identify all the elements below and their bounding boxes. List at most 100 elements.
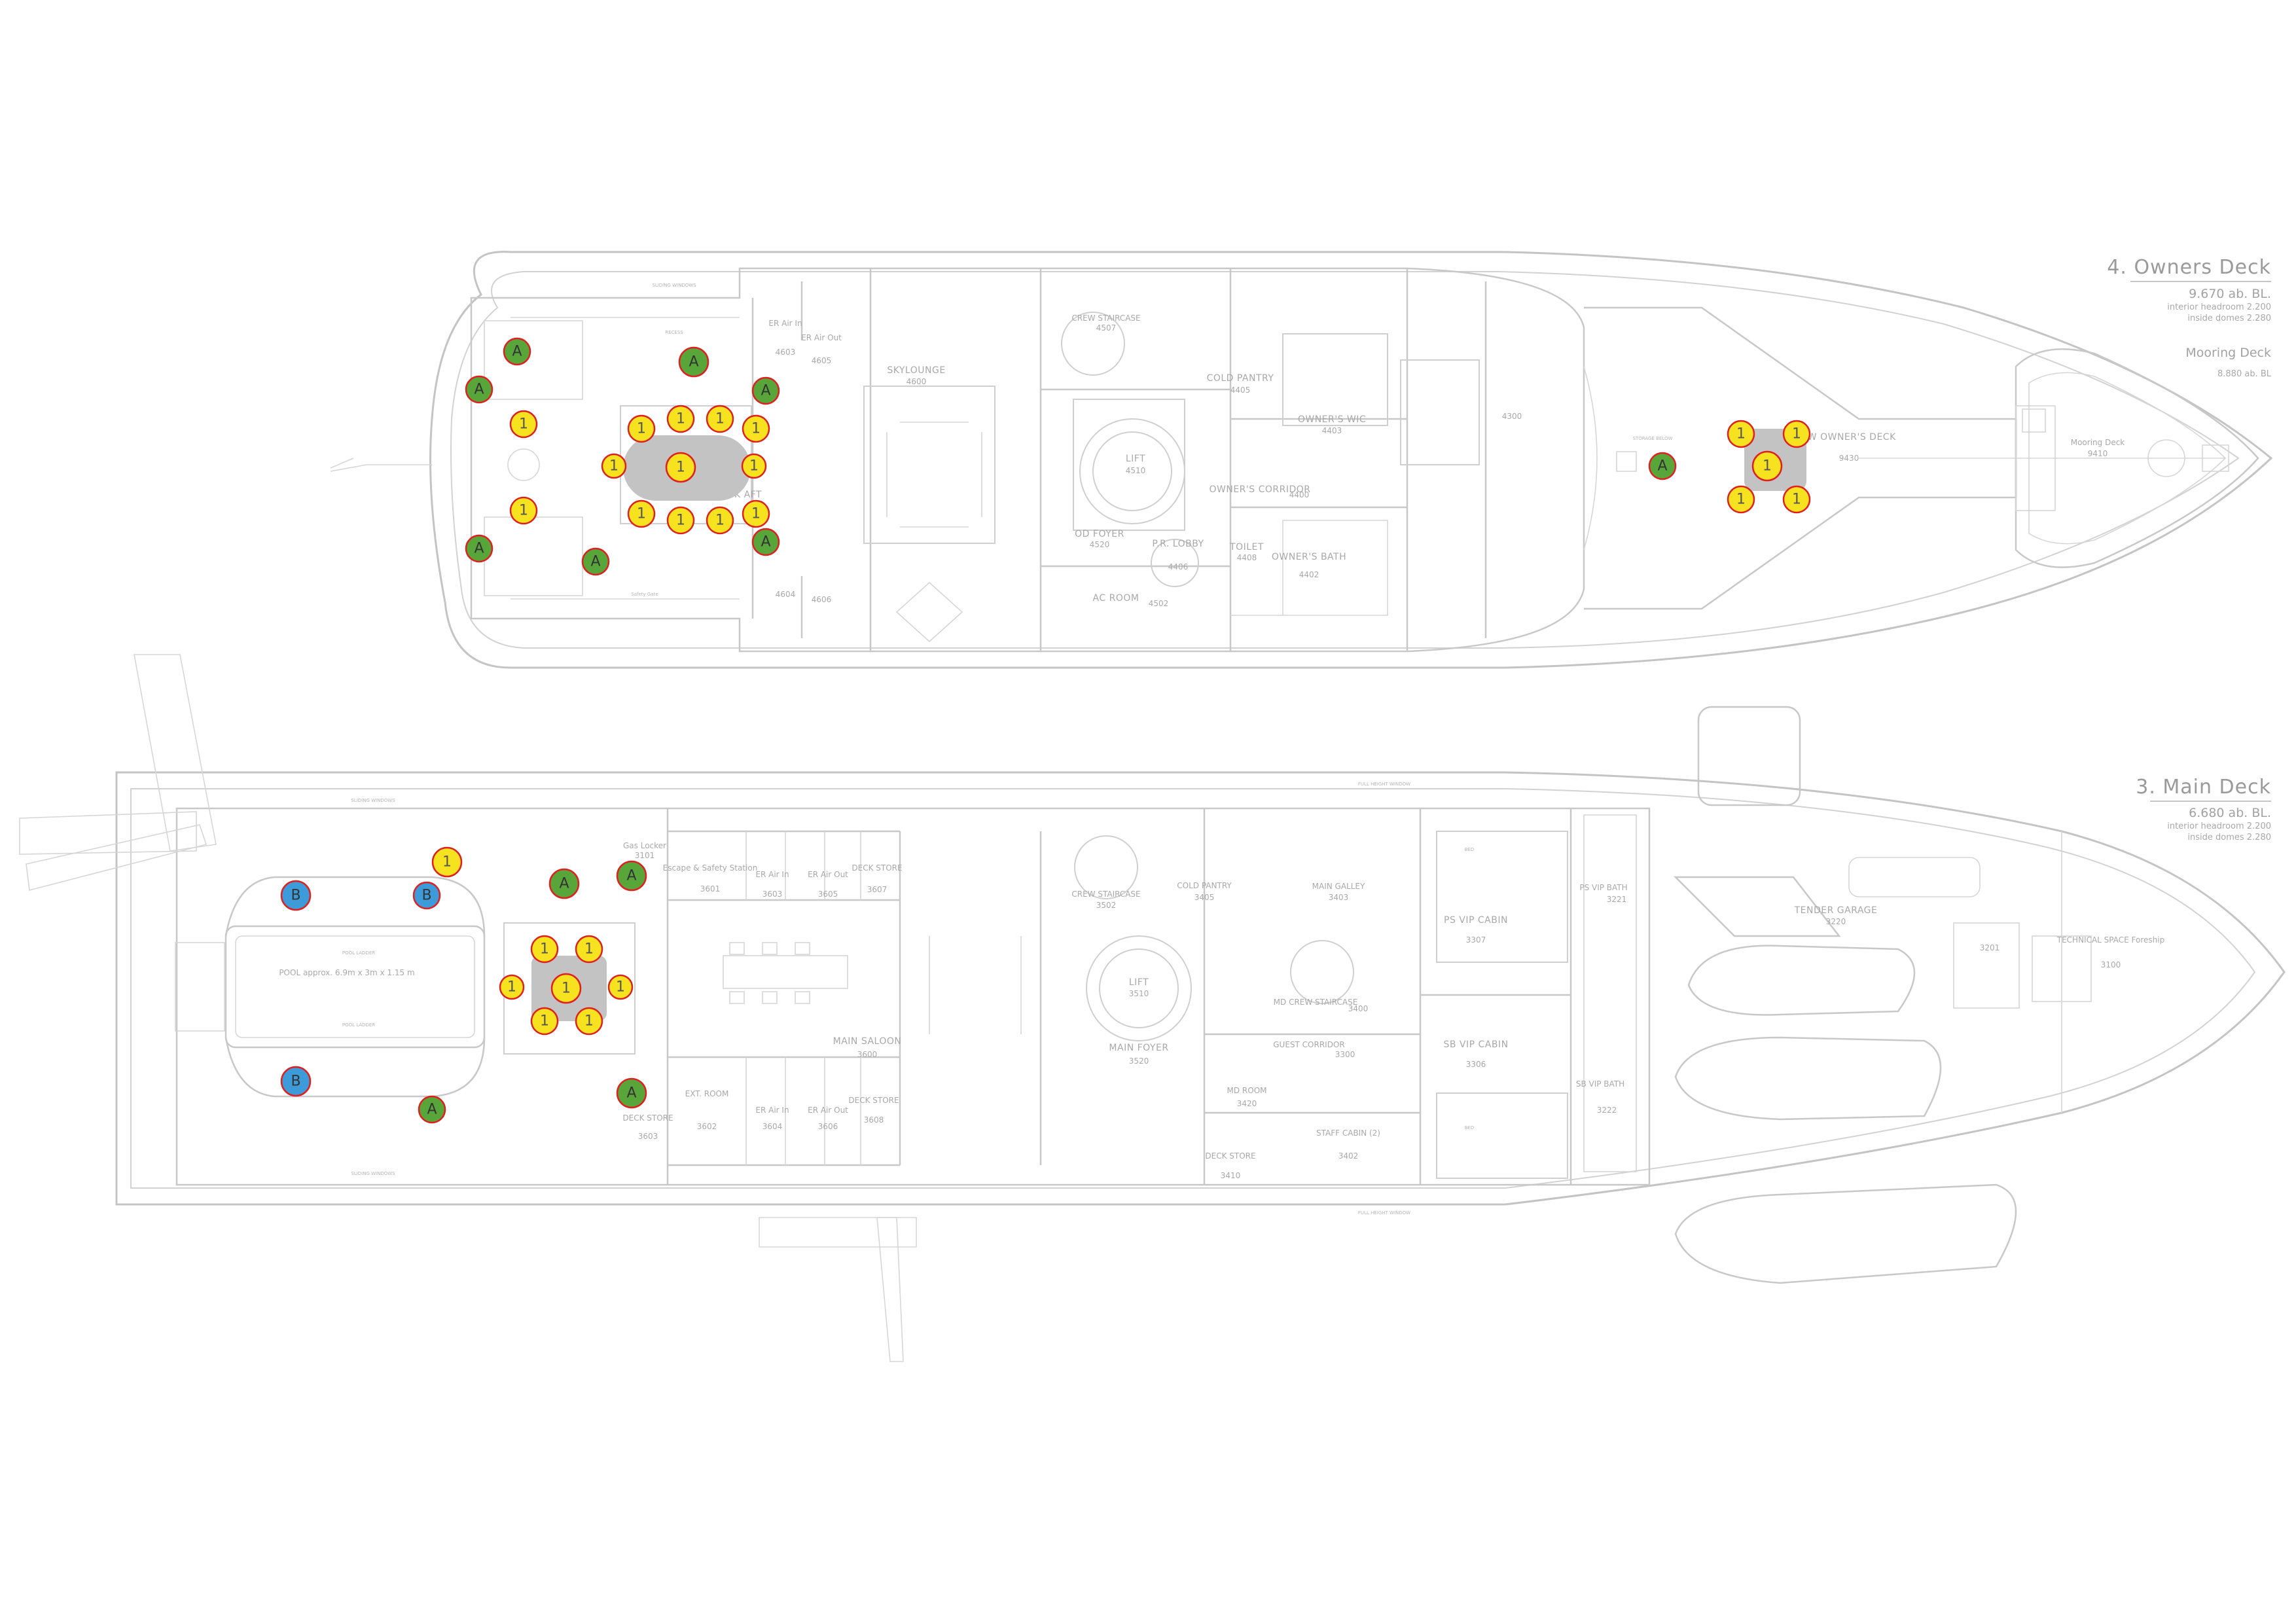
seat-marker-label: 1 <box>676 411 685 427</box>
main-deck-labels: POOL approx. 6.9m x 3m x 1.15 m POOL LAD… <box>279 782 2164 1216</box>
main-sb-vip-bath-number: 3222 <box>1597 1106 1617 1115</box>
owners-deck-labels: SKYLOUNGE 4600 LIFT 4510 COLD PANTRY 440… <box>631 283 2125 608</box>
owners-corridor-label: OWNER'S CORRIDOR <box>1210 484 1311 495</box>
main-ps-vip-bath-label: PS VIP BATH <box>1579 883 1627 892</box>
seat-marker-label: 1 <box>637 421 646 437</box>
access-marker <box>751 528 780 556</box>
main-escape-label: Escape & Safety Station <box>663 863 758 873</box>
main-md-crew-label: MD CREW STAIRCASE <box>1274 998 1358 1007</box>
seat-marker <box>742 499 770 528</box>
owners-crew-staircase-number: 4507 <box>1096 323 1117 333</box>
seat-marker <box>1727 485 1755 514</box>
main-pool-label: POOL approx. 6.9m x 3m x 1.15 m <box>279 968 414 977</box>
seat-marker-label: 1 <box>584 1013 594 1030</box>
seat-marker-label: 1 <box>1792 426 1801 442</box>
seat-marker-label: 1 <box>540 941 549 958</box>
owners-skylounge-label: SKYLOUNGE <box>887 365 945 376</box>
owners-safety-gate-label: Safety Gate <box>631 592 658 597</box>
main-pool-ladder-bottom: POOL LADDER <box>342 1022 375 1028</box>
seat-marker <box>1782 485 1811 514</box>
owners-toilet-number: 4408 <box>1237 553 1257 562</box>
seat-marker-label: 1 <box>749 458 759 475</box>
owners-deck-domes: inside domes 2.280 <box>2187 314 2271 323</box>
main-guest-corridor-label: GUEST CORRIDOR <box>1273 1040 1345 1049</box>
main-galley-number: 3403 <box>1329 893 1349 902</box>
main-deck-walls <box>19 654 2092 1362</box>
seat-marker-label: 1 <box>715 411 725 427</box>
access-marker-label: A <box>626 868 636 884</box>
owners-ac-room-number: 4502 <box>1149 599 1169 608</box>
access-marker-label: A <box>427 1102 437 1118</box>
seat-marker-label: 1 <box>519 503 528 519</box>
owners-er-air-out-number: 4605 <box>812 356 832 365</box>
seat-marker-label: 1 <box>442 854 452 871</box>
main-guest-corridor-number: 3300 <box>1335 1050 1355 1059</box>
seat-marker <box>706 506 734 535</box>
access-marker <box>418 1095 446 1124</box>
seat-marker <box>499 974 525 1000</box>
owners-lift-label: LIFT <box>1126 454 1145 464</box>
seat-marker <box>742 414 770 443</box>
access-marker-label: A <box>626 1085 636 1102</box>
seat-marker-label: 1 <box>519 416 528 433</box>
main-lobby-number: 3201 <box>1980 943 2000 952</box>
owners-wic-label: OWNER'S WIC <box>1298 414 1366 425</box>
main-ps-vip-bath-number: 3221 <box>1607 895 1627 904</box>
main-deck-store-3-number: 3608 <box>864 1115 884 1125</box>
owners-cold-pantry-number: 4405 <box>1230 386 1251 395</box>
owners-pr-lobby-number: 4406 <box>1168 562 1189 571</box>
owners-recess-label: RECESS <box>665 330 683 335</box>
main-gas-locker-number: 3101 <box>635 851 655 860</box>
owners-er-air-in-label: ER Air In <box>768 319 802 328</box>
pool-marker-label: B <box>422 888 431 904</box>
owners-er-air-out-2-number: 4606 <box>812 595 832 604</box>
access-marker-label: A <box>689 354 698 370</box>
main-technical-space-label: TECHNICAL SPACE Foreship <box>2056 935 2164 945</box>
seat-marker <box>575 935 603 964</box>
main-er-air-in-2-label: ER Air In <box>755 1106 789 1115</box>
seat-marker <box>706 405 734 433</box>
main-ps-vip-cabin-number: 3307 <box>1466 935 1486 945</box>
access-marker <box>503 337 531 366</box>
main-er-air-out-number: 3605 <box>818 890 838 899</box>
main-deck-height: 6.680 ab. BL. <box>2189 806 2271 820</box>
mooring-deck-label: Mooring Deck <box>2071 438 2125 447</box>
owners-deck-headroom: interior headroom 2.200 <box>2167 302 2271 312</box>
main-foyer-label: MAIN FOYER <box>1109 1043 1168 1053</box>
seat-marker-label: 1 <box>637 506 646 522</box>
seat-marker <box>431 846 463 878</box>
seat-marker-label: 1 <box>609 458 619 475</box>
seat-marker <box>509 496 538 525</box>
owners-crew-staircase-label: CREW STAIRCASE <box>1071 314 1140 323</box>
pool-marker <box>280 1066 312 1097</box>
owners-deck-title: 4. Owners Deck <box>2107 256 2271 279</box>
seat-marker <box>666 506 695 535</box>
owners-deck-title-block: 4. Owners Deck 9.670 ab. BL. interior he… <box>2107 256 2271 379</box>
main-deck-store-number: 3607 <box>867 885 888 894</box>
main-sb-vip-bath-label: SB VIP BATH <box>1576 1079 1624 1089</box>
main-pool-ladder-top: POOL LADDER <box>342 950 375 956</box>
access-marker-label: A <box>761 383 770 399</box>
main-escape-number: 3601 <box>700 884 721 893</box>
mooring-deck-height: 8.880 ab. BL <box>2217 369 2272 379</box>
access-marker <box>465 375 493 404</box>
access-marker-label: A <box>559 876 569 892</box>
owners-deck-height: 9.670 ab. BL. <box>2189 287 2271 301</box>
access-marker-label: A <box>1657 458 1667 475</box>
main-ps-vip-cabin-label: PS VIP CABIN <box>1444 915 1508 926</box>
seat-marker <box>1782 420 1811 448</box>
main-er-air-out-2-label: ER Air Out <box>808 1106 848 1115</box>
seat-marker-label: 1 <box>1763 458 1772 475</box>
seat-marker-label: 1 <box>562 981 571 997</box>
main-cold-pantry-number: 3405 <box>1194 893 1215 902</box>
pool-marker <box>280 880 312 911</box>
owners-toilet-label: TOILET <box>1229 542 1264 552</box>
access-marker <box>1648 452 1677 480</box>
owners-deck-plan: SKYLOUNGE 4600 LIFT 4510 COLD PANTRY 440… <box>330 251 2273 669</box>
main-deck-gangways <box>19 654 917 1362</box>
seat-marker <box>741 453 767 479</box>
access-marker <box>616 860 647 892</box>
main-md-crew-number: 3400 <box>1348 1004 1369 1013</box>
main-deck-domes: inside domes 2.280 <box>2187 833 2271 842</box>
